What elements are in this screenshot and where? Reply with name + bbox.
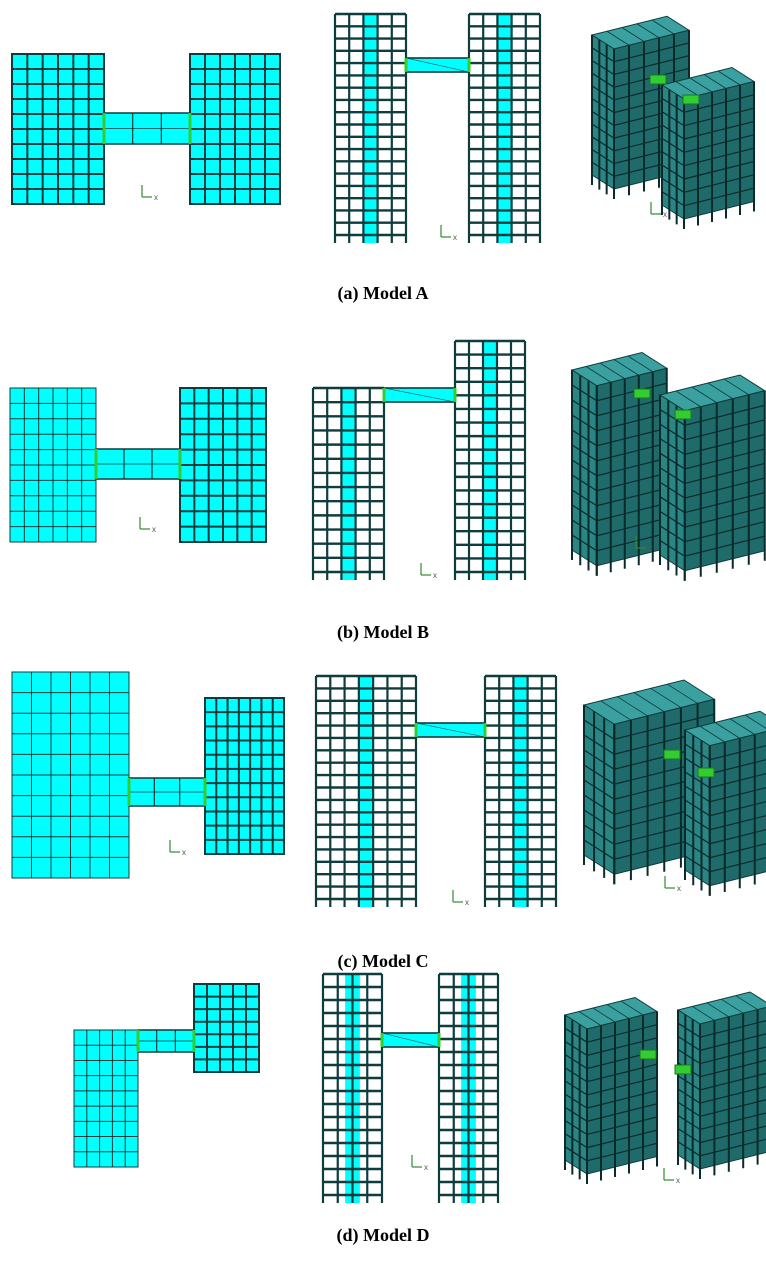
iso-a-joint-1 <box>649 74 667 85</box>
iso-b-tower-1 <box>570 351 669 576</box>
caption-model-b: (b) Model B <box>337 622 429 642</box>
iso-a-joint-2 <box>682 94 700 105</box>
elev-b-left <box>311 386 386 580</box>
axis-label-x: x <box>677 884 681 893</box>
iso-a-tower-2 <box>660 66 756 229</box>
elev-a-left <box>333 12 408 243</box>
plan-b-connector <box>94 448 182 480</box>
axis-label-x: x <box>154 193 158 202</box>
elev-c-right <box>483 674 558 907</box>
elev-b-right <box>453 339 527 580</box>
iso-b-tower-2 <box>658 374 766 581</box>
coordinate-triad-icon: x <box>169 840 186 857</box>
iso-a-tower-1 <box>590 15 691 199</box>
plan-c-right <box>204 697 285 855</box>
iso-d-tower-1 <box>563 996 659 1184</box>
coordinate-triad-icon: x <box>635 536 652 553</box>
plan-d-right <box>193 983 260 1073</box>
elev-b-bridge <box>382 387 457 403</box>
coordinate-triad-icon: x <box>663 1168 680 1185</box>
axis-label-x: x <box>433 571 437 580</box>
iso-b-joint-2 <box>674 409 692 420</box>
caption-model-a: (a) Model A <box>337 283 429 303</box>
axis-label-x: x <box>676 1176 680 1185</box>
coordinate-triad-icon: x <box>411 1155 428 1172</box>
plan-a-left <box>11 53 105 205</box>
plan-c-connector <box>127 777 207 807</box>
elev-c-bridge <box>414 722 487 738</box>
iso-c-tower-2 <box>683 710 766 896</box>
coordinate-triad-icon: x <box>440 225 457 242</box>
coordinate-triad-icon: x <box>141 185 158 202</box>
plan-d-connector <box>136 1029 196 1053</box>
iso-d-joint-1 <box>639 1049 657 1060</box>
elev-d-bridge <box>380 1032 441 1048</box>
axis-label-x: x <box>453 233 457 242</box>
axis-label-x: x <box>152 525 156 534</box>
iso-d-tower-2 <box>676 991 766 1179</box>
axis-label-x: x <box>663 210 667 219</box>
caption-model-d: (d) Model D <box>336 1225 430 1245</box>
axis-label-x: x <box>465 898 469 907</box>
elev-a-bridge <box>404 57 471 73</box>
iso-c-joint-1 <box>663 749 681 760</box>
caption-model-c: (c) Model C <box>337 951 429 971</box>
coordinate-triad-icon: x <box>452 890 469 907</box>
axis-label-x: x <box>648 544 652 553</box>
iso-c-joint-2 <box>697 767 715 778</box>
coordinate-triad-icon: x <box>139 517 156 534</box>
coordinate-triad-icon: x <box>664 876 681 893</box>
coordinate-triad-icon: x <box>650 202 667 219</box>
elevation-views <box>311 12 558 1203</box>
plan-b-left <box>9 387 97 543</box>
coordinate-triads: x x x x x x x x x x x <box>139 185 681 1185</box>
plan-a-right <box>189 53 281 205</box>
plan-a-connector <box>102 112 192 145</box>
plan-views <box>9 53 285 1168</box>
elev-c-left <box>314 674 418 907</box>
iso-d-joint-2 <box>674 1064 692 1075</box>
plan-d-left <box>73 1029 139 1168</box>
iso-b-joint-1 <box>633 388 651 399</box>
plan-b-right <box>179 387 267 543</box>
axis-label-x: x <box>424 1163 428 1172</box>
coordinate-triad-icon: x <box>420 563 437 580</box>
isometric-views <box>563 15 766 1184</box>
plan-c-left <box>11 671 130 879</box>
elev-a-right <box>467 12 542 243</box>
elev-d-right <box>437 972 500 1203</box>
elev-d-left <box>321 972 384 1203</box>
axis-label-x: x <box>182 848 186 857</box>
